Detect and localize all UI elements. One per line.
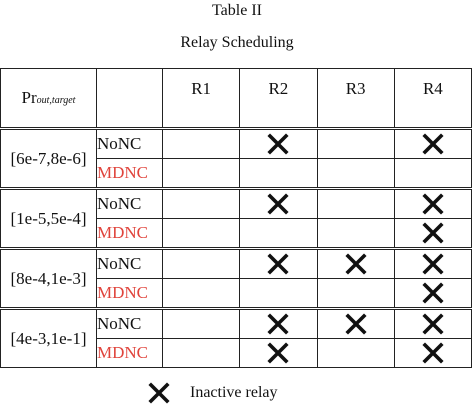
cross-icon (267, 193, 289, 215)
relay-header-r1: R1 (161, 68, 241, 129)
relay-cell-r1 (161, 127, 241, 159)
cross-icon (422, 313, 444, 335)
table-row: [8e-4,1e-3]NoNC (0, 247, 473, 309)
relay-cell-r2 (239, 307, 318, 339)
relay-cell-r2 (239, 218, 318, 249)
relay-cell-r2 (239, 187, 318, 219)
relay-header-r4: R4 (393, 68, 473, 129)
scheme-cell: MDNC (96, 158, 163, 189)
relay-cell-r1 (161, 278, 241, 309)
table-row: MDNC (1, 278, 473, 309)
relay-cell-r4 (393, 338, 473, 368)
scheme-cell: MDNC (96, 218, 163, 249)
table-title: Table II (212, 2, 262, 19)
header-row: Prout,target R1 R2 R3 R4 (0, 68, 473, 129)
relay-cell-r3 (316, 158, 395, 189)
table-row: MDNC (1, 158, 473, 189)
range-cell: [8e-4,1e-3] (0, 247, 97, 309)
relay-cell-r3 (316, 278, 395, 309)
cross-icon (345, 253, 367, 275)
table-row: [1e-5,5e-4]NoNC (0, 187, 473, 249)
relay-cell-r3 (316, 218, 395, 249)
relay-cell-r4 (393, 307, 473, 339)
cross-icon (345, 313, 367, 335)
relay-cell-r1 (161, 158, 241, 189)
relay-cell-r4 (393, 127, 473, 159)
relay-schedule-table: Prout,target R1 R2 R3 R4 [6e-7,8e-6]NoNC… (0, 68, 473, 368)
cross-icon (422, 253, 444, 275)
relay-cell-r2 (239, 338, 318, 368)
param-header: Prout,target (0, 68, 97, 129)
cross-icon (422, 193, 444, 215)
scheme-header (96, 68, 163, 129)
table-row: [6e-7,8e-6]NoNC (0, 127, 473, 189)
param-main: Pr (21, 88, 37, 107)
relay-cell-r4 (393, 278, 473, 309)
relay-cell-r3 (316, 127, 395, 159)
relay-cell-r1 (161, 338, 241, 368)
relay-header-r2: R2 (239, 68, 318, 129)
relay-cell-r4 (393, 218, 473, 249)
cross-icon (422, 282, 444, 304)
relay-cell-r4 (393, 158, 473, 189)
scheme-cell: MDNC (96, 278, 163, 309)
relay-cell-r4 (393, 247, 473, 279)
cross-icon (422, 222, 444, 244)
relay-cell-r3 (316, 187, 395, 219)
cross-icon (148, 382, 170, 404)
cross-icon (267, 133, 289, 155)
relay-cell-r2 (239, 247, 318, 279)
relay-cell-r1 (161, 187, 241, 219)
legend: Inactive relay (148, 382, 278, 404)
cross-icon (267, 313, 289, 335)
cross-icon (422, 133, 444, 155)
relay-cell-r1 (161, 247, 241, 279)
relay-cell-r4 (393, 187, 473, 219)
range-cell: [1e-5,5e-4] (0, 187, 97, 249)
relay-cell-r2 (239, 158, 318, 189)
relay-cell-r1 (161, 218, 241, 249)
range-cell: [6e-7,8e-6] (0, 127, 97, 189)
relay-cell-r3 (316, 247, 395, 279)
relay-cell-r1 (161, 307, 241, 339)
table-subtitle: Relay Scheduling (180, 34, 294, 51)
scheme-cell: NoNC (96, 127, 163, 159)
cross-icon (422, 342, 444, 364)
scheme-cell: NoNC (96, 307, 163, 339)
cross-icon (267, 253, 289, 275)
relay-cell-r2 (239, 278, 318, 309)
scheme-cell: NoNC (96, 187, 163, 219)
table-row: MDNC (1, 338, 473, 368)
relay-cell-r3 (316, 338, 395, 368)
table-row: [4e-3,1e-1]NoNC (0, 307, 473, 368)
scheme-cell: NoNC (96, 247, 163, 279)
relay-cell-r3 (316, 307, 395, 339)
range-cell: [4e-3,1e-1] (0, 307, 97, 368)
scheme-cell: MDNC (96, 338, 163, 368)
relay-cell-r2 (239, 127, 318, 159)
param-subscript: out,target (36, 95, 76, 106)
cross-icon (267, 342, 289, 364)
relay-header-r3: R3 (316, 68, 395, 129)
legend-label: Inactive relay (190, 384, 278, 401)
